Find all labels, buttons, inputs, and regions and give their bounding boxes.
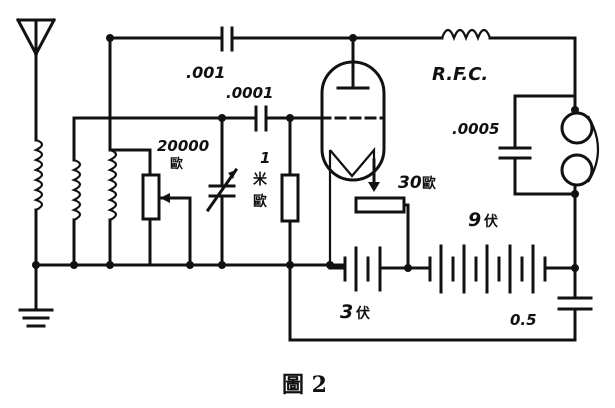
variable-capacitor bbox=[205, 116, 239, 267]
potentiometer bbox=[141, 173, 192, 267]
label-rheostat-unit: 歐 bbox=[422, 175, 436, 192]
antenna-coil bbox=[33, 138, 44, 267]
label-rheostat-value: 30 bbox=[398, 173, 422, 193]
capacitor-0005 bbox=[498, 94, 577, 196]
label-pot-value: 20000 bbox=[157, 137, 209, 155]
label-battery-a-value: 3 bbox=[340, 301, 353, 323]
rheostat bbox=[354, 182, 410, 270]
label-grid-leak-unit-2: 歐 bbox=[253, 193, 267, 210]
headphones bbox=[560, 111, 599, 270]
label-grid-leak-value: 1 bbox=[260, 149, 270, 167]
secondary-coil bbox=[71, 116, 82, 267]
label-battery-b-value: 9 bbox=[468, 209, 481, 231]
rfc-choke bbox=[440, 28, 577, 112]
figure-caption: 圖 2 bbox=[282, 372, 327, 398]
capacitor-05 bbox=[288, 266, 593, 342]
antenna-symbol bbox=[15, 17, 57, 142]
label-cap-0005: .0005 bbox=[452, 120, 499, 138]
label-cap-0001: .0001 bbox=[226, 84, 273, 102]
label-cap-001: .001 bbox=[186, 63, 225, 82]
ground-symbol bbox=[18, 263, 54, 328]
label-battery-b-unit: 伏 bbox=[484, 213, 498, 230]
junction-dots bbox=[32, 34, 579, 269]
label-bypass-cap: 0.5 bbox=[510, 311, 537, 329]
label-rfc: R.F.C. bbox=[432, 64, 488, 85]
tickler-coil bbox=[107, 36, 118, 267]
label-pot-unit: 歐 bbox=[170, 156, 183, 172]
battery-b bbox=[428, 244, 579, 294]
grid-leak-resistor bbox=[280, 116, 300, 342]
battery-a bbox=[328, 246, 432, 292]
vacuum-tube bbox=[304, 36, 386, 265]
label-battery-a-unit: 伏 bbox=[356, 305, 370, 322]
label-grid-leak-unit-1: 米 bbox=[253, 171, 268, 188]
